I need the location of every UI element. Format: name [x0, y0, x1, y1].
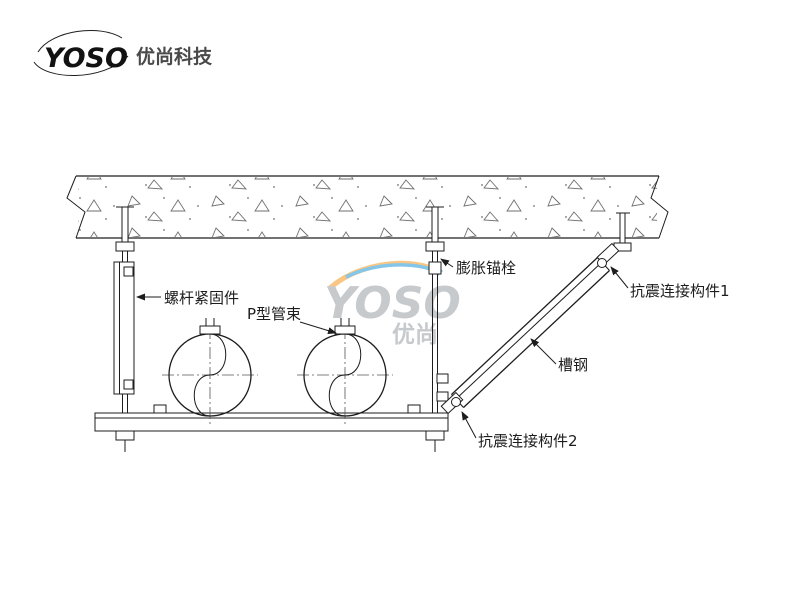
- anchor-nut-left: [115, 241, 135, 252]
- pipe1-clamp-bolt: [199, 325, 221, 335]
- brace-web-line: [455, 261, 603, 400]
- slab-break-left: [66, 175, 86, 239]
- label-channel-steel: 槽钢: [558, 356, 588, 374]
- leader-expansion-anchor: [440, 258, 454, 268]
- support-beam: [94, 404, 449, 432]
- label-rod-fastener: 螺杆紧固件: [164, 289, 239, 307]
- anchor-bolt-left: [121, 206, 129, 244]
- anchor-bolt-right: [431, 206, 439, 244]
- bottom-hinge-connector: [440, 391, 464, 415]
- logo-wordmark: YOSO: [44, 43, 128, 74]
- watermark-blue-swoosh: [345, 263, 437, 279]
- beam-bolt-right: [407, 404, 421, 414]
- pipe-2: [297, 318, 393, 425]
- concrete-hatch: [78, 177, 657, 237]
- stiffener-clamp-top: [123, 266, 134, 277]
- pipe2-clamp-strap: [328, 333, 362, 417]
- anchor-bolt-diagonal: [619, 212, 626, 248]
- top-hinge-connector: [596, 212, 632, 268]
- leader-pipe-clamp: [299, 321, 337, 335]
- rod-right-tab-upper: [436, 373, 449, 384]
- leader-channel-steel: [530, 338, 557, 365]
- right-hanger-rod: [425, 206, 449, 452]
- top-hinge-pin: [597, 258, 607, 268]
- beam-nut-left: [115, 430, 135, 441]
- rod-right-fitting-top: [428, 261, 442, 275]
- rod-right-tab-lower: [436, 391, 449, 402]
- watermark: YOSO 优尚: [324, 260, 461, 348]
- leader-lines: [136, 258, 629, 439]
- label-seismic-connector-2: 抗震连接构件2: [478, 432, 578, 450]
- yoso-logo: YOSO: [33, 29, 129, 77]
- label-pipe-clamp: P型管束: [247, 305, 301, 323]
- beam-bolt-left: [153, 404, 167, 414]
- concrete-slab: [66, 175, 669, 239]
- watermark-subtext: 优尚: [392, 322, 438, 348]
- company-name: 优尚科技: [136, 45, 213, 68]
- diagonal-brace: [451, 257, 610, 408]
- label-seismic-connector-1: 抗震连接构件1: [630, 282, 730, 300]
- pipe2-clamp-bolt: [334, 325, 356, 335]
- stiffener-clamp-bottom: [123, 379, 134, 390]
- leader-seismic-connector-1: [610, 266, 629, 289]
- beam-nut-right: [425, 430, 445, 441]
- anchor-nut-right: [425, 241, 445, 252]
- label-expansion-anchor: 膨胀锚栓: [456, 259, 516, 277]
- logo-swoosh-bottom: [33, 55, 129, 77]
- labels: 螺杆紧固件 P型管束 膨胀锚栓 抗震连接构件1 槽钢 抗震连接构件2: [164, 259, 730, 450]
- pipe-1: [162, 318, 258, 425]
- bottom-hinge-pin: [451, 397, 461, 407]
- brace-edge-lower: [463, 270, 610, 408]
- pipe1-clamp-strap: [193, 333, 227, 417]
- slab-break-right: [650, 175, 669, 239]
- logo-swoosh-top: [37, 29, 123, 53]
- beam-body: [94, 412, 449, 432]
- leader-seismic-connector-2: [461, 411, 477, 439]
- left-hanger-rod: [113, 206, 135, 452]
- rod-stiffener-channel: [113, 261, 135, 395]
- brace-edge-upper: [451, 257, 598, 395]
